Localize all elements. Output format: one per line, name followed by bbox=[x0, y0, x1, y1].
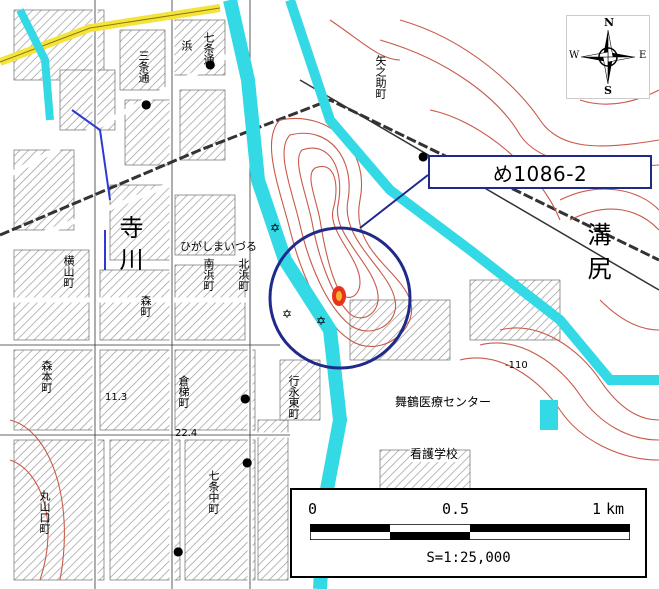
label-yanoshima: 矢之助町 bbox=[374, 55, 387, 99]
scale-graphic bbox=[310, 524, 630, 540]
label-marutamachi: 丸山口町 bbox=[38, 490, 51, 534]
label-hospital: 舞鶴医療センター bbox=[395, 393, 492, 410]
svg-text:●: ● bbox=[418, 149, 428, 163]
compass-n: N bbox=[604, 16, 615, 29]
scale-unit: km bbox=[606, 500, 625, 518]
svg-text:●: ● bbox=[141, 97, 151, 111]
label-yokoyama: 横山町 bbox=[62, 255, 75, 288]
label-yukinaga: 行永東町 bbox=[287, 375, 300, 419]
compass-s: S bbox=[604, 84, 612, 97]
scale-bar: 0 0.5 1 km S=1:25,000 bbox=[290, 488, 647, 578]
svg-text:●: ● bbox=[240, 391, 250, 405]
label-minamihama: 南浜町 bbox=[202, 258, 215, 291]
label-nursing-school: 看護学校 bbox=[410, 445, 459, 462]
callout-leader bbox=[359, 174, 429, 229]
label-sanjo: 三条通 bbox=[137, 50, 150, 83]
site-circle bbox=[268, 226, 412, 370]
svg-text:●: ● bbox=[242, 455, 252, 469]
label-kitahama: 北浜町 bbox=[237, 258, 250, 291]
site-id-label: め1086-2 bbox=[428, 155, 652, 189]
label-morimoto: 森本町 bbox=[40, 360, 53, 393]
svg-text:✡: ✡ bbox=[270, 221, 280, 235]
svg-text:●: ● bbox=[205, 57, 215, 71]
spot-height-110: -110 bbox=[505, 360, 528, 371]
label-higashi-maizuru: ひがしまいづる bbox=[180, 240, 257, 253]
map-symbols: ✡ ✡ ✡ ● ● ● ● ● ● bbox=[141, 57, 428, 558]
street-outlines bbox=[0, 0, 290, 589]
svg-text:●: ● bbox=[173, 544, 183, 558]
label-terakawa: 寺川 bbox=[115, 215, 143, 279]
svg-text:✡: ✡ bbox=[282, 307, 292, 321]
label-nanajo: 七条中町 bbox=[207, 470, 220, 514]
svg-text:✡: ✡ bbox=[316, 314, 326, 328]
compass-e: E bbox=[639, 50, 647, 61]
scale-ratio: S=1:25,000 bbox=[426, 550, 511, 566]
compass-w: W bbox=[569, 50, 580, 61]
urban-blocks bbox=[13, 9, 561, 581]
label-shichijo: 七条通 bbox=[202, 32, 215, 65]
spot-height-113: 11.3 bbox=[105, 392, 128, 403]
river-main bbox=[223, 0, 348, 589]
scale-tick-mid: 0.5 bbox=[442, 500, 470, 518]
river-tributary bbox=[285, 0, 659, 385]
label-kurahashi: 倉梯町 bbox=[177, 375, 190, 408]
label-mori: 森町 bbox=[139, 295, 152, 317]
compass-rose-icon bbox=[580, 29, 636, 85]
scale-tick-0: 0 bbox=[308, 500, 318, 518]
scale-tick-end: 1 bbox=[592, 500, 602, 518]
north-arrow: N S W E bbox=[566, 15, 650, 99]
blue-canal bbox=[71, 109, 111, 201]
spot-height-224: 22.4 bbox=[175, 428, 198, 439]
label-hama: 浜 bbox=[180, 40, 193, 51]
label-mizojiri: 溝尻 bbox=[583, 222, 611, 290]
